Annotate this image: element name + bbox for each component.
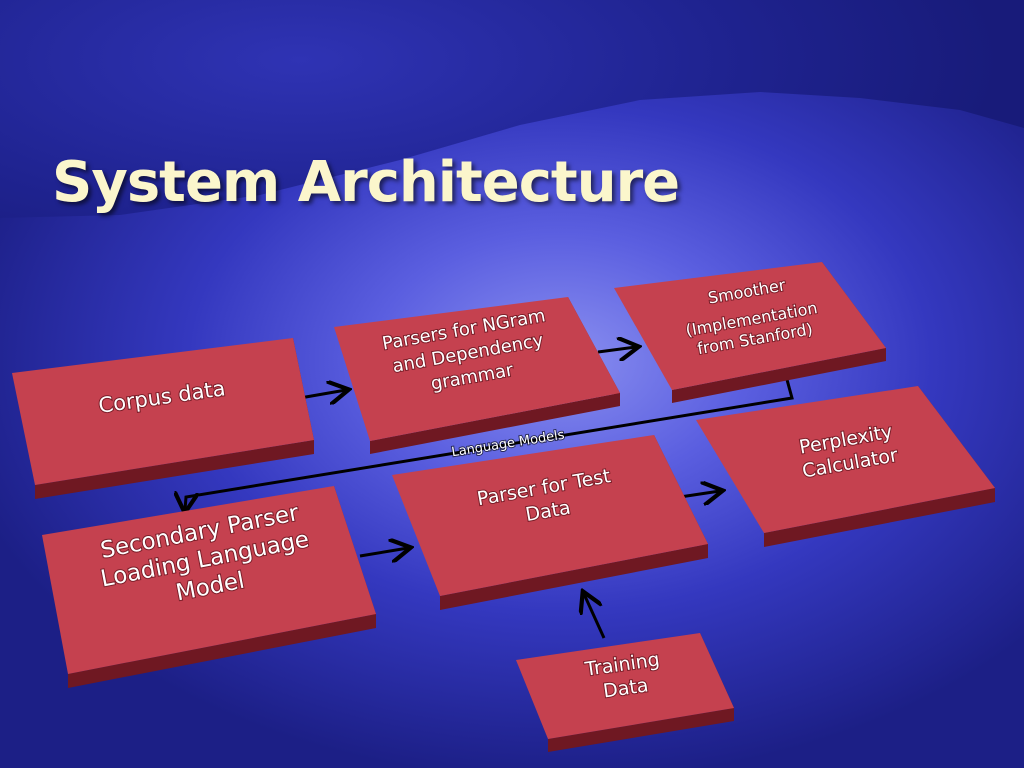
connectors (185, 347, 794, 639)
arrow-smoother-to-secondary (185, 375, 794, 510)
node-training-data: Training Data (516, 633, 734, 752)
arrow-test-parser-to-perplexity (679, 491, 720, 497)
arrow-parsers-to-smoother (597, 347, 636, 352)
node-corpus-data: Corpus data (12, 338, 314, 499)
node-parsers-ngram: Parsers for NGram and Dependency grammar (334, 297, 620, 454)
arrow-training-to-test-parser (584, 594, 606, 639)
arrow-corpus-to-parsers (299, 390, 346, 398)
slide-title: System Architecture (52, 150, 680, 215)
node-parser-test-data: Parser for Test Data (392, 435, 708, 610)
node-secondary-parser: Secondary Parser Loading Language Model (42, 486, 376, 688)
node-perplexity-calculator: Perplexity Calculator (696, 386, 995, 547)
node-smoother: Smoother (Implementation from Stanford) (614, 262, 886, 403)
arrow-secondary-to-test-parser (359, 548, 408, 556)
